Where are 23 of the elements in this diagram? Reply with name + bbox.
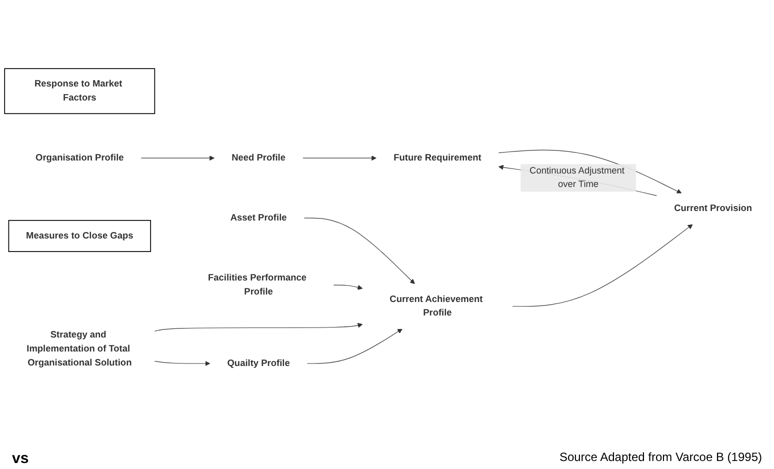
node-text: Current Provision	[674, 204, 752, 214]
arrow	[302, 156, 376, 161]
node-text: Current Achievement Profile	[390, 294, 483, 318]
arrow	[333, 284, 363, 290]
flow-diagram: Continuous Adjustment over Time Response to Market Factors Organisation Profile Need Profile Future Requirement Current Provision Asset Profile Facilities Performance Profile Quailty Profile Current Achievement Profile Measures to Close Gaps Strategy and Implementation of Total Organisational Solution	[0, 64, 774, 384]
node-text: Strategy and Implementation of Total Organisational Solution	[26, 330, 132, 368]
arrow	[498, 150, 682, 194]
arrow	[154, 323, 363, 332]
arrow	[304, 218, 415, 284]
node-text: Asset Profile	[230, 213, 287, 223]
arrow	[512, 224, 693, 307]
arrow	[140, 156, 215, 161]
node-text: Future Requirement	[394, 153, 482, 163]
node-text: Facilities Performance Profile	[208, 273, 307, 297]
node-box	[8, 220, 152, 252]
arrow	[154, 361, 210, 366]
node-box	[4, 68, 156, 114]
node-text: Quailty Profile	[227, 358, 290, 368]
note-text: vs	[12, 450, 29, 467]
arrow	[306, 328, 402, 364]
node-text: Organisation Profile	[36, 153, 124, 163]
node-text: Need Profile	[232, 153, 286, 163]
source-note: Source Adapted from Varcoe B (1995)	[559, 450, 762, 466]
